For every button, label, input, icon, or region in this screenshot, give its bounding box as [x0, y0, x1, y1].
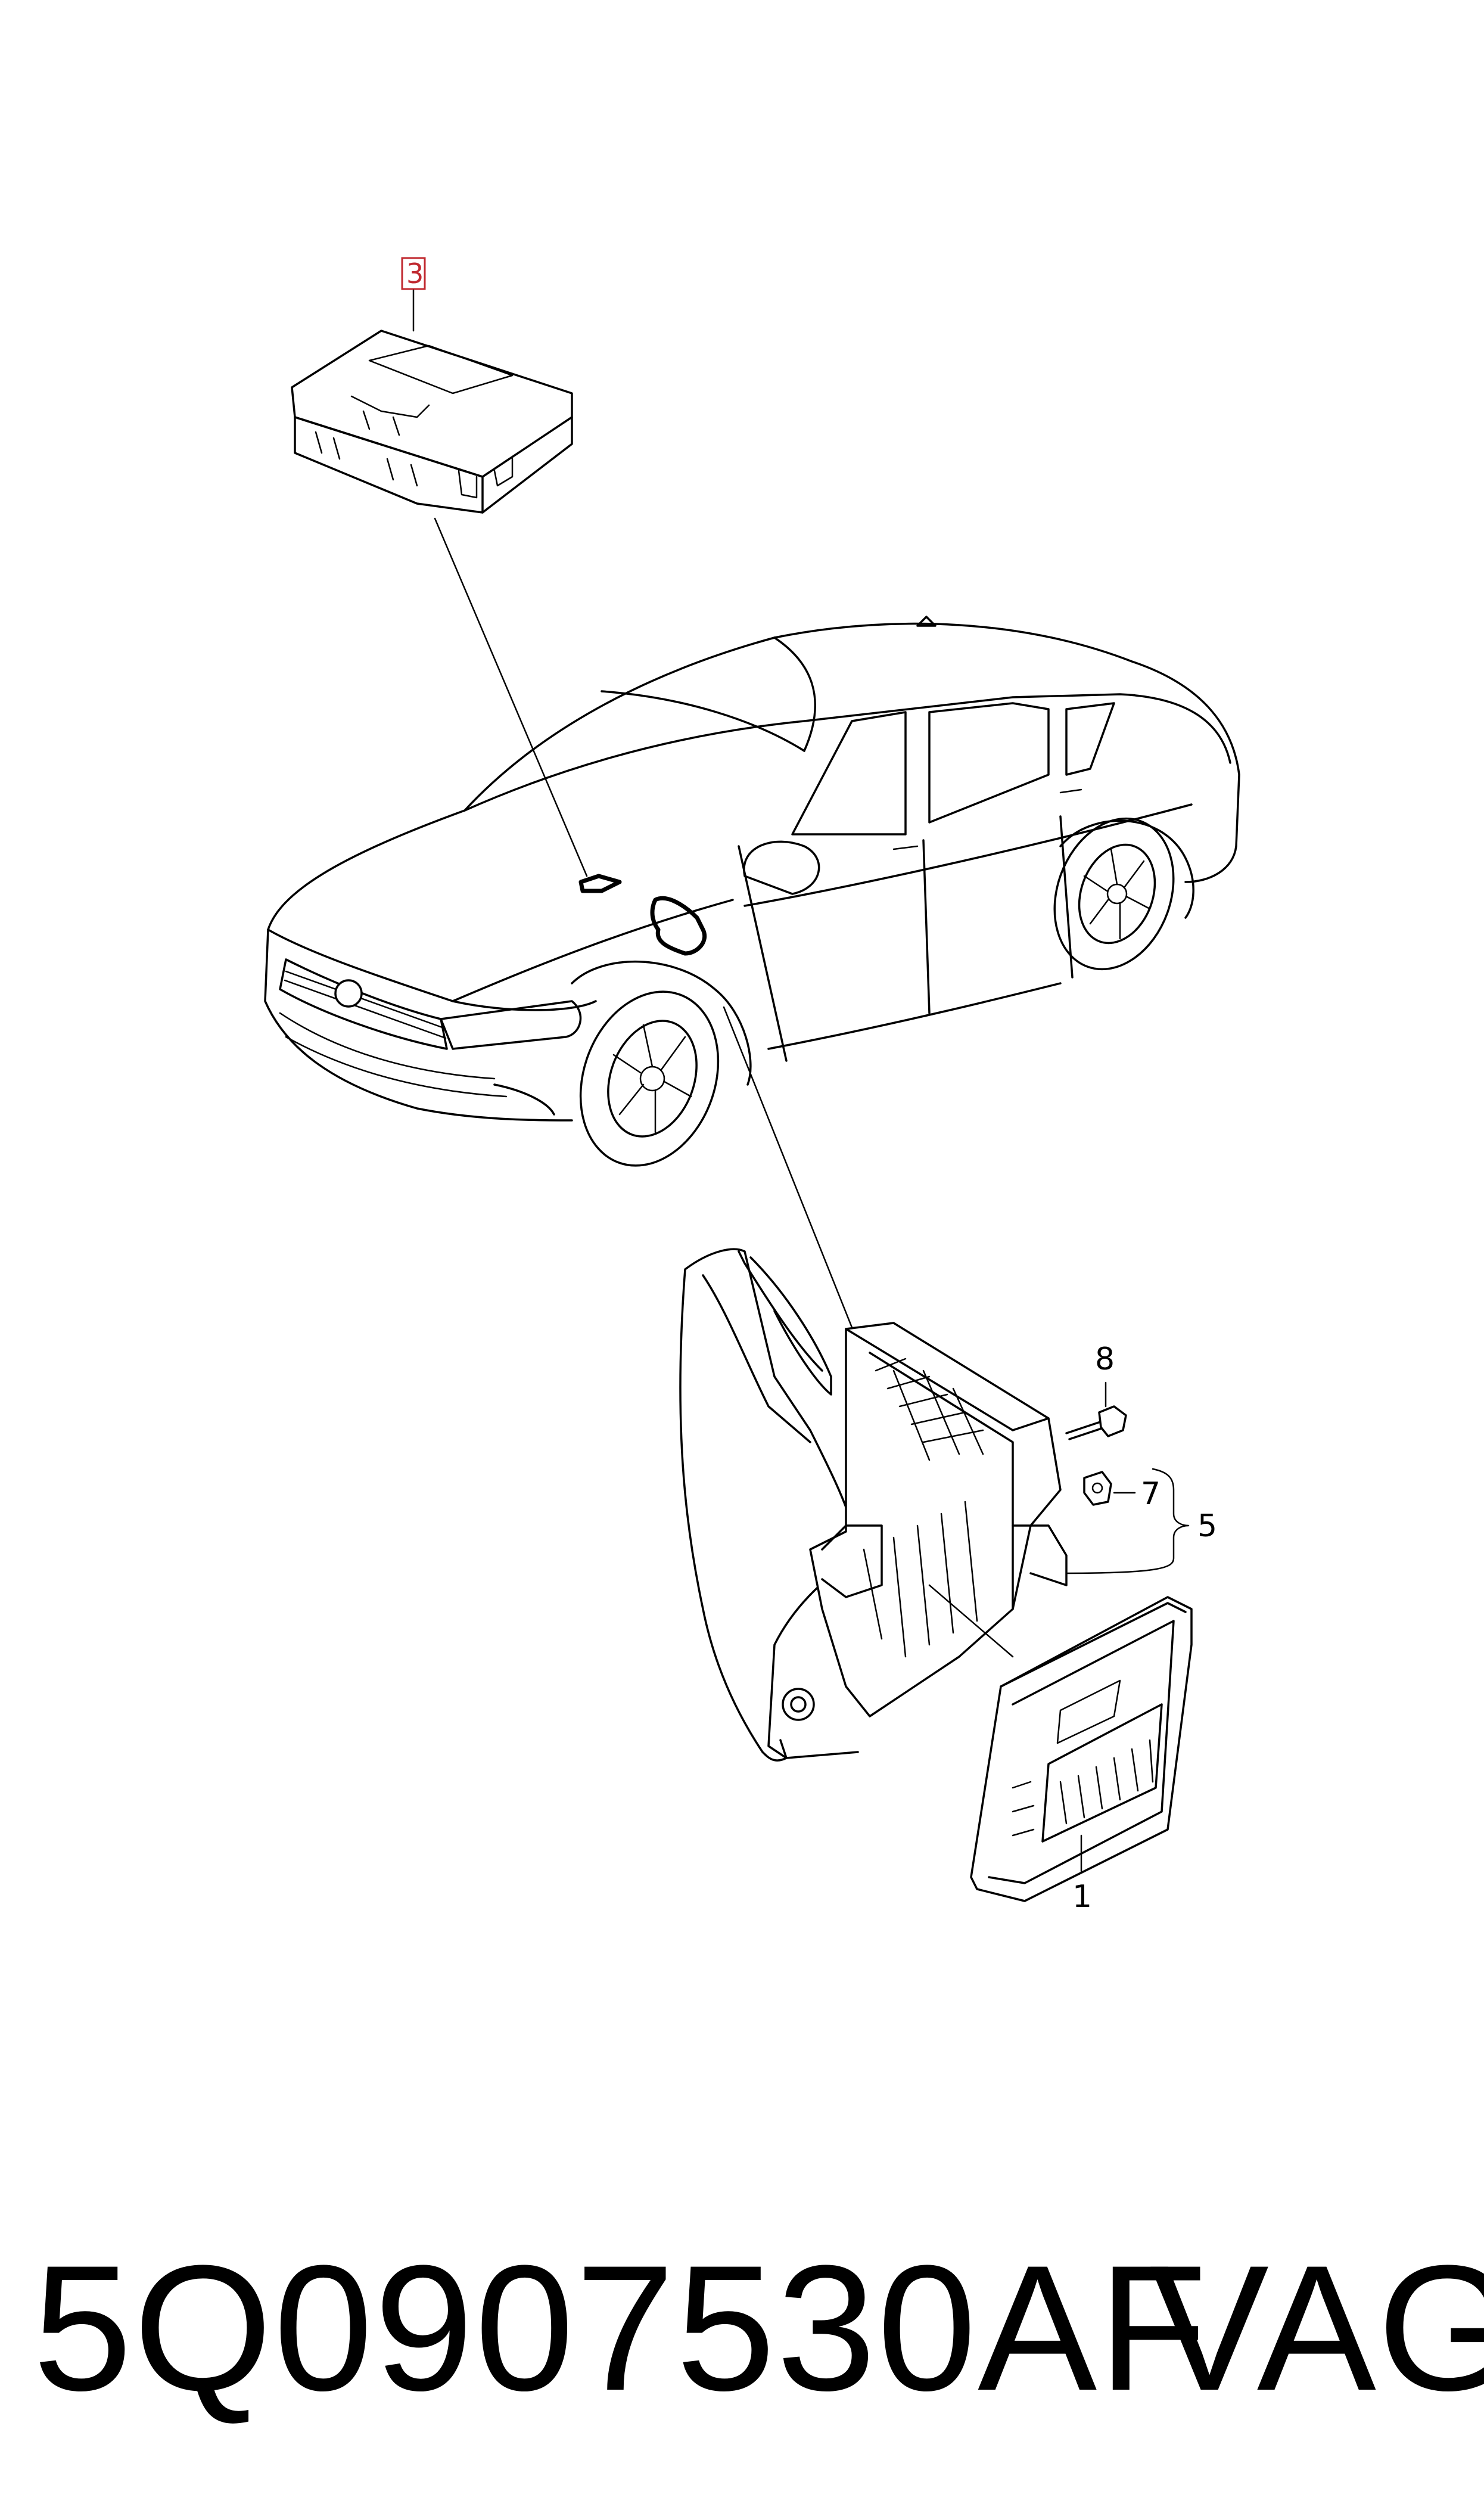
bracket-grid-cross — [892, 1369, 984, 1461]
callout-label-1[interactable]: 1 — [1072, 1879, 1092, 1915]
windshield-base — [601, 690, 805, 752]
side-mirror — [743, 840, 820, 895]
bracket-panel — [679, 1248, 853, 1762]
leader-module-to-car — [434, 517, 588, 877]
brace-5 — [1065, 1468, 1190, 1574]
callout-label-7[interactable]: 7 — [1141, 1476, 1161, 1512]
bracket-top-edge — [845, 1328, 1050, 1431]
brand-name: VAG — [1150, 2228, 1484, 2428]
location-marker-module-3 — [578, 874, 622, 893]
rear-door-window — [928, 702, 1050, 824]
panel-loop — [749, 1256, 832, 1396]
bolt-8: 8 — [1065, 1341, 1127, 1440]
fog-light — [493, 1083, 555, 1116]
module-side-face — [294, 416, 573, 514]
control-module-3: 3 — [291, 257, 588, 877]
panel-foot — [779, 1739, 859, 1759]
grille-bars — [284, 970, 447, 1039]
a-pillar — [773, 636, 816, 752]
mounting-hole-inner — [790, 1696, 807, 1713]
rear-wheel — [1053, 817, 1194, 971]
car-beltline — [463, 693, 1231, 812]
door-seams — [738, 815, 1074, 1062]
door-handles — [892, 788, 1082, 850]
lower-intake — [279, 1012, 508, 1098]
car-illustration — [264, 616, 1240, 1336]
unit-face — [988, 1620, 1175, 1884]
car-roofline — [267, 622, 1240, 931]
grille — [279, 958, 448, 1050]
vw-badge — [334, 979, 363, 1008]
hood-side-edge — [452, 899, 734, 1002]
bracket-body — [809, 1322, 1062, 1717]
front-wheel-arch — [571, 960, 752, 1086]
panel-inner-rib — [702, 1274, 811, 1443]
bracket-grid-top — [875, 1358, 984, 1443]
front-bumper-outline — [264, 928, 573, 1122]
callout-box-3 — [401, 257, 426, 290]
callout-label-8[interactable]: 8 — [1095, 1341, 1115, 1377]
leader-bracket-to-module — [928, 1584, 1014, 1658]
module-connector-top — [350, 395, 430, 436]
unit-top-edge — [1000, 1602, 1187, 1688]
unit-side-tabs — [1012, 1781, 1035, 1837]
module-edge — [294, 416, 484, 514]
part-number: 5Q0907530AF — [33, 2228, 1208, 2428]
front-door-window — [791, 711, 907, 835]
clip-nut-7: 7 — [1083, 1471, 1161, 1512]
unit-label-area — [1056, 1679, 1121, 1744]
bracket-inner-edge — [869, 1352, 1014, 1610]
callout-label-5[interactable]: 5 — [1197, 1508, 1217, 1544]
roof-antenna — [916, 616, 937, 627]
leader-car-to-bracket — [723, 1006, 856, 1336]
module-top-face — [291, 330, 573, 478]
control-unit-1: 1 — [970, 1596, 1193, 1915]
callout-label-3[interactable]: 3 — [406, 257, 424, 290]
module-connector-side — [458, 458, 514, 499]
panel-flange — [738, 1250, 823, 1372]
hood-front-edge — [267, 928, 597, 1011]
unit-connector-bay — [1041, 1703, 1163, 1843]
bracket-assembly: 8 7 5 — [679, 1248, 1217, 1762]
bracket-tab — [1012, 1524, 1068, 1586]
front-wheel — [571, 960, 752, 1167]
side-sill — [767, 982, 1062, 1050]
bracket-ribs — [863, 1501, 978, 1658]
mounting-hole — [782, 1688, 815, 1721]
body-crease — [743, 803, 1193, 907]
bracket-side-block — [821, 1524, 883, 1598]
headlight — [440, 1000, 582, 1050]
unit-connector-pins — [1059, 1739, 1154, 1825]
module-label-area — [368, 344, 514, 395]
location-marker-bracket — [650, 896, 707, 956]
module-ribs — [315, 431, 418, 487]
rear-quarter-window — [1065, 702, 1115, 776]
rear-wheel-arch — [1059, 819, 1194, 919]
